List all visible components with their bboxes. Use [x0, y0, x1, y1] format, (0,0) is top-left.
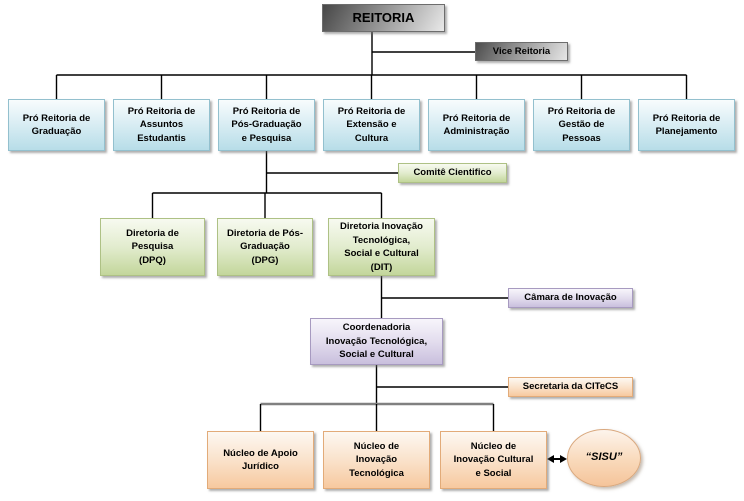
node-reitoria: REITORIA — [322, 4, 445, 32]
node-pro-reitoria-planejamento: Pró Reitoria de Planejamento — [638, 99, 735, 151]
node-pro-reitoria-gestao: Pró Reitoria de Gestão de Pessoas — [533, 99, 630, 151]
node-nucleo-apoio-juridico: Núcleo de Apoio Jurídico — [207, 431, 314, 489]
double-arrow-icon — [547, 455, 567, 463]
node-pro-reitoria-administracao: Pró Reitoria de Administração — [428, 99, 525, 151]
node-diretoria-dpq: Diretoria de Pesquisa (DPQ) — [100, 218, 205, 276]
node-camara-inovacao: Câmara de Inovação — [508, 288, 633, 308]
node-pro-reitoria-graduacao: Pró Reitoria de Graduação — [8, 99, 105, 151]
node-vice-reitoria: Vice Reitoria — [475, 42, 568, 61]
node-nucleo-inovacao-tecnologica: Núcleo de Inovação Tecnológica — [323, 431, 430, 489]
node-pro-reitoria-assuntos: Pró Reitoria de Assuntos Estudantis — [113, 99, 210, 151]
node-diretoria-dit: Diretoria Inovação Tecnológica, Social e… — [328, 218, 435, 276]
node-pro-reitoria-pos-graduacao: Pró Reitoria de Pós-Graduação e Pesquisa — [218, 99, 315, 151]
node-nucleo-inovacao-cultural: Núcleo de Inovação Cultural e Social — [440, 431, 547, 489]
node-secretaria-citecs: Secretaria da CITeCS — [508, 377, 633, 397]
node-comite-cientifico: Comitê Cientifico — [398, 163, 507, 183]
node-sisu: “SISU” — [567, 429, 641, 487]
node-pro-reitoria-extensao: Pró Reitoria de Extensão e Cultura — [323, 99, 420, 151]
node-coordenadoria-citecs: Coordenadoria Inovação Tecnológica, Soci… — [310, 318, 443, 365]
node-diretoria-dpg: Diretoria de Pós- Graduação (DPG) — [217, 218, 313, 276]
